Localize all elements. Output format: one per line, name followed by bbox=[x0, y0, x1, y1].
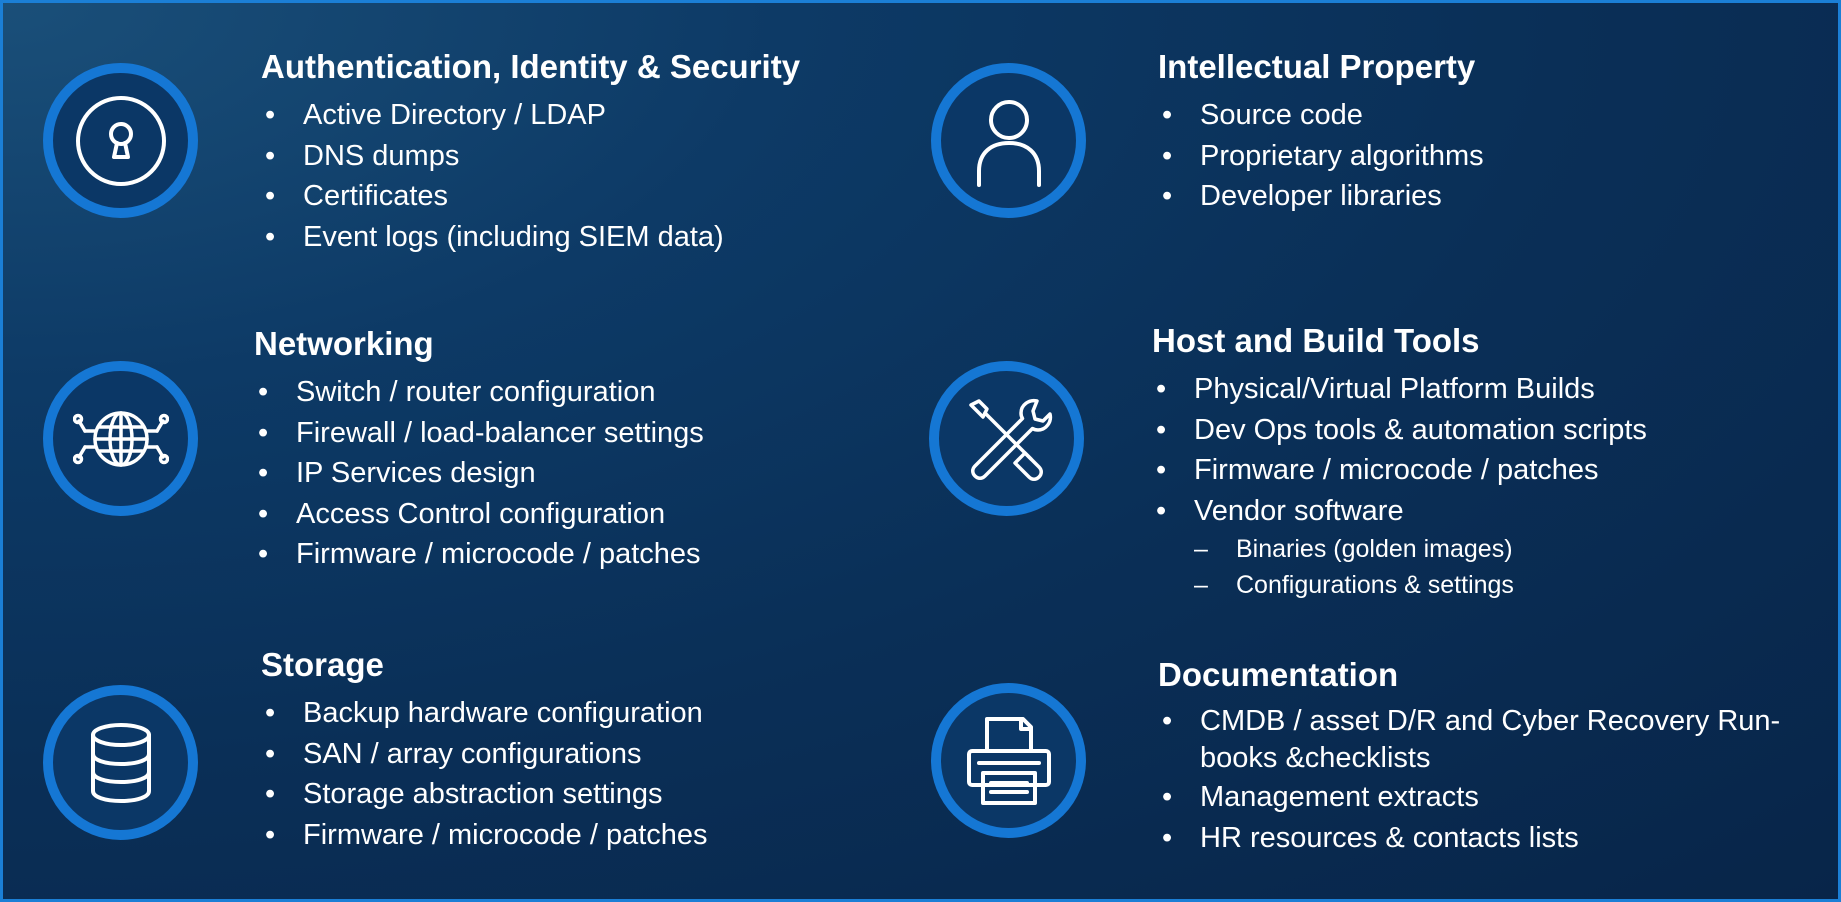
list-item: Physical/Virtual Platform Builds bbox=[1152, 369, 1647, 410]
list-item: DNS dumps bbox=[261, 136, 800, 177]
sub-list-item: Configurations & settings bbox=[1194, 567, 1647, 603]
section-host-build-tools: Host and Build Tools Physical/Virtual Pl… bbox=[1152, 321, 1647, 603]
section-intellectual-property: Intellectual Property Source code Propri… bbox=[1158, 47, 1484, 217]
list-item: HR resources & contacts lists bbox=[1158, 818, 1818, 859]
list-item: Access Control configuration bbox=[254, 494, 704, 535]
sub-list-item: Binaries (golden images) bbox=[1194, 531, 1647, 567]
section-list: Source code Proprietary algorithms Devel… bbox=[1158, 95, 1484, 217]
list-item: SAN / array configurations bbox=[261, 734, 708, 775]
list-item: Firmware / microcode / patches bbox=[1152, 450, 1647, 491]
section-list: Active Directory / LDAP DNS dumps Certif… bbox=[261, 95, 800, 257]
list-item: Storage abstraction settings bbox=[261, 774, 708, 815]
section-title: Networking bbox=[254, 325, 434, 362]
list-item: CMDB / asset D/R and Cyber Recovery Run-… bbox=[1158, 703, 1818, 777]
tools-icon-ring bbox=[929, 361, 1084, 516]
list-item: Firewall / load-balancer settings bbox=[254, 413, 704, 454]
list-item: Management extracts bbox=[1158, 777, 1818, 818]
section-list: Switch / router configuration Firewall /… bbox=[254, 372, 704, 575]
section-title: Authentication, Identity & Security bbox=[261, 48, 801, 85]
list-item: Developer libraries bbox=[1158, 176, 1484, 217]
section-title: Documentation bbox=[1158, 656, 1399, 693]
list-item: Firmware / microcode / patches bbox=[261, 815, 708, 856]
section-list: Physical/Virtual Platform Builds Dev Ops… bbox=[1152, 369, 1647, 531]
list-item: Firmware / microcode / patches bbox=[254, 534, 704, 575]
database-icon-ring bbox=[43, 685, 198, 840]
person-icon-ring bbox=[931, 63, 1086, 218]
globe-network-icon bbox=[72, 410, 169, 467]
keyhole-lock-icon bbox=[75, 95, 166, 186]
tools-icon bbox=[968, 398, 1052, 481]
section-title: Storage bbox=[261, 646, 384, 683]
list-item: Vendor software bbox=[1152, 491, 1647, 532]
section-storage: Storage Backup hardware configuration SA… bbox=[261, 645, 708, 855]
list-item: Active Directory / LDAP bbox=[261, 95, 800, 136]
globe-network-icon-ring bbox=[43, 361, 198, 516]
list-item: Certificates bbox=[261, 176, 800, 217]
person-icon bbox=[976, 99, 1041, 187]
section-authentication: Authentication, Identity & Security Acti… bbox=[261, 47, 800, 257]
printer-icon-ring bbox=[931, 683, 1086, 838]
list-item: Source code bbox=[1158, 95, 1484, 136]
list-item: Dev Ops tools & automation scripts bbox=[1152, 410, 1647, 451]
section-list: CMDB / asset D/R and Cyber Recovery Run-… bbox=[1158, 703, 1818, 858]
list-item: Proprietary algorithms bbox=[1158, 136, 1484, 177]
list-item: IP Services design bbox=[254, 453, 704, 494]
section-sublist: Binaries (golden images) Configurations … bbox=[1194, 531, 1647, 603]
section-list: Backup hardware configuration SAN / arra… bbox=[261, 693, 708, 855]
list-item: Backup hardware configuration bbox=[261, 693, 708, 734]
section-networking: Networking Switch / router configuration… bbox=[254, 324, 704, 575]
keyhole-lock-icon-ring bbox=[43, 63, 198, 218]
database-icon bbox=[90, 722, 151, 803]
section-title: Host and Build Tools bbox=[1152, 322, 1480, 359]
section-title: Intellectual Property bbox=[1158, 48, 1476, 85]
list-item: Switch / router configuration bbox=[254, 372, 704, 413]
section-documentation: Documentation CMDB / asset D/R and Cyber… bbox=[1158, 655, 1818, 858]
list-item: Event logs (including SIEM data) bbox=[261, 217, 800, 258]
printer-icon bbox=[966, 716, 1051, 805]
